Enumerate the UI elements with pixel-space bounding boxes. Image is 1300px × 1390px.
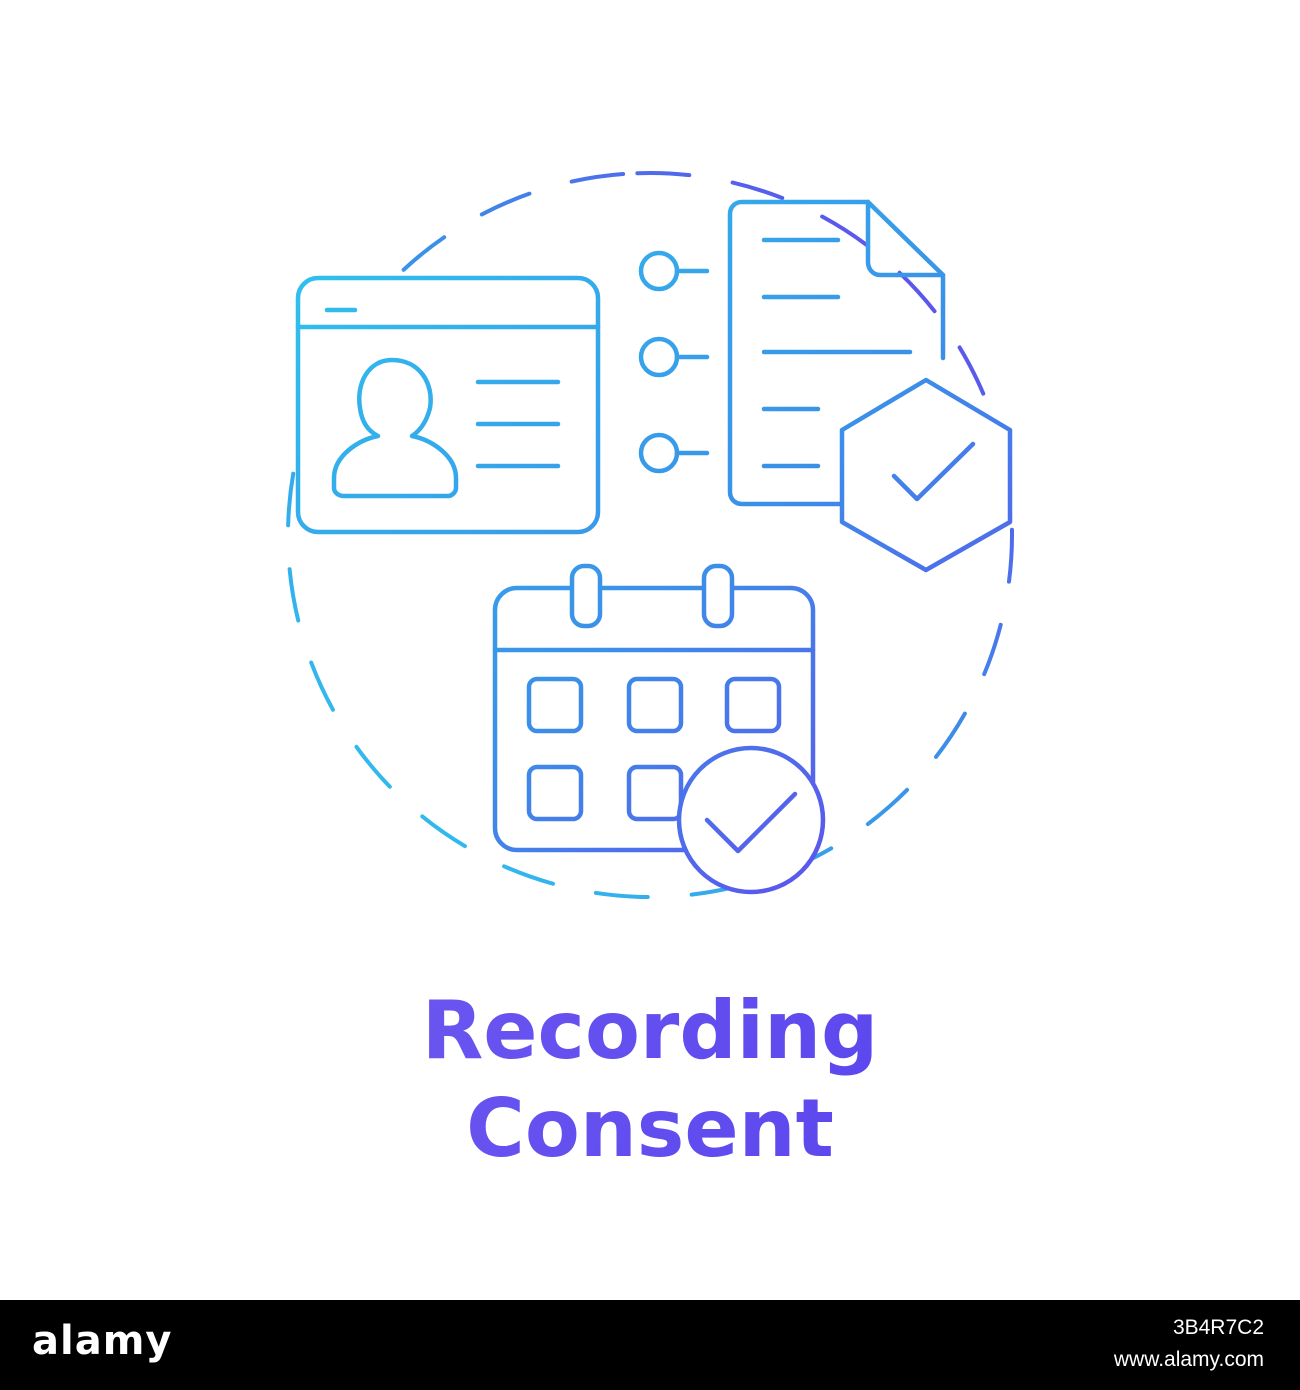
profile-window-icon <box>295 275 601 535</box>
image-meta: 3B4R7C2 www.alamy.com <box>1114 1312 1264 1376</box>
watermark-footer: alamy 3B4R7C2 www.alamy.com <box>0 1300 1300 1390</box>
brand-logo: alamy <box>32 1318 173 1364</box>
image-id: 3B4R7C2 <box>1172 1316 1264 1339</box>
caption-line-1: Recording <box>422 984 879 1077</box>
check-circle-icon <box>676 745 826 895</box>
dashed-circle-outline <box>285 170 1014 899</box>
shield-check-icon <box>839 377 1013 573</box>
document-icon <box>727 199 946 507</box>
site-url: www.alamy.com <box>1113 1348 1264 1371</box>
recording-consent-illustration: Recording Consent <box>285 170 1014 1175</box>
caption-line-2: Consent <box>466 1082 834 1175</box>
list-bullets-icon <box>638 250 710 474</box>
